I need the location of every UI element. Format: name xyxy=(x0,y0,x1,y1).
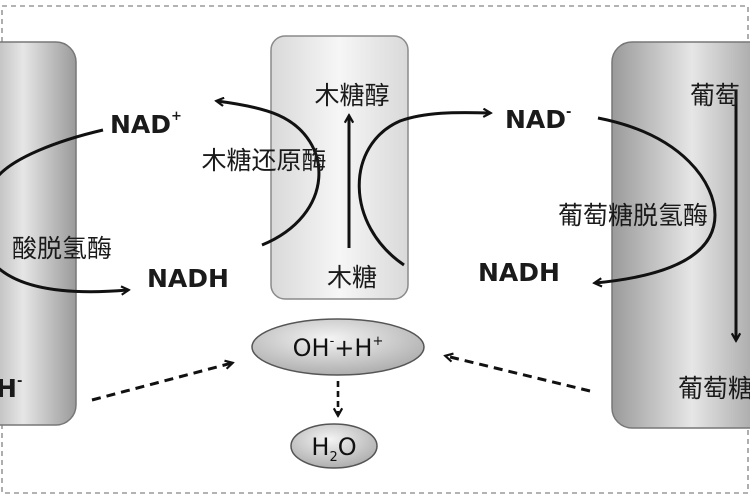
water-label: H2O xyxy=(311,433,356,465)
right-dashed-arrow xyxy=(446,356,591,393)
left-nadh-label: NADH xyxy=(147,264,229,293)
left-enzyme-label: 酸脱氢酶 xyxy=(12,234,112,263)
right-bottom-label: 葡萄糖 xyxy=(678,374,750,403)
right-cycle-arrow-to-nad xyxy=(357,113,490,267)
xylitol-label: 木糖醇 xyxy=(314,81,389,110)
right-cycle-arrow-to-nadh xyxy=(595,116,717,283)
diagram-frame xyxy=(1,5,749,494)
right-compartment xyxy=(611,41,750,429)
hydroxide-proton-label: OH-+H+ xyxy=(293,334,384,362)
water-oval xyxy=(290,423,378,469)
right-top-label: 葡萄 xyxy=(690,81,740,110)
left-cycle-arrow-to-nad xyxy=(217,101,321,247)
left-bottom-label: H- xyxy=(0,374,22,403)
left-cycle-arrow-to-nadh xyxy=(0,267,128,292)
xylose-reductase-label: 木糖还原酶 xyxy=(201,146,326,175)
left-nad-label: NAD+ xyxy=(110,109,182,139)
right-nadh-label: NADH xyxy=(478,258,560,287)
left-dashed-arrow xyxy=(91,363,232,402)
hydroxide-proton-oval xyxy=(251,318,425,376)
left-enzyme-cycle-arc xyxy=(0,128,104,177)
left-compartment xyxy=(0,41,77,426)
xylose-label: 木糖 xyxy=(327,263,377,292)
glucose-dehydrogenase-label: 葡萄糖脱氢酶 xyxy=(558,201,708,230)
right-nad-label: NAD- xyxy=(505,105,571,134)
